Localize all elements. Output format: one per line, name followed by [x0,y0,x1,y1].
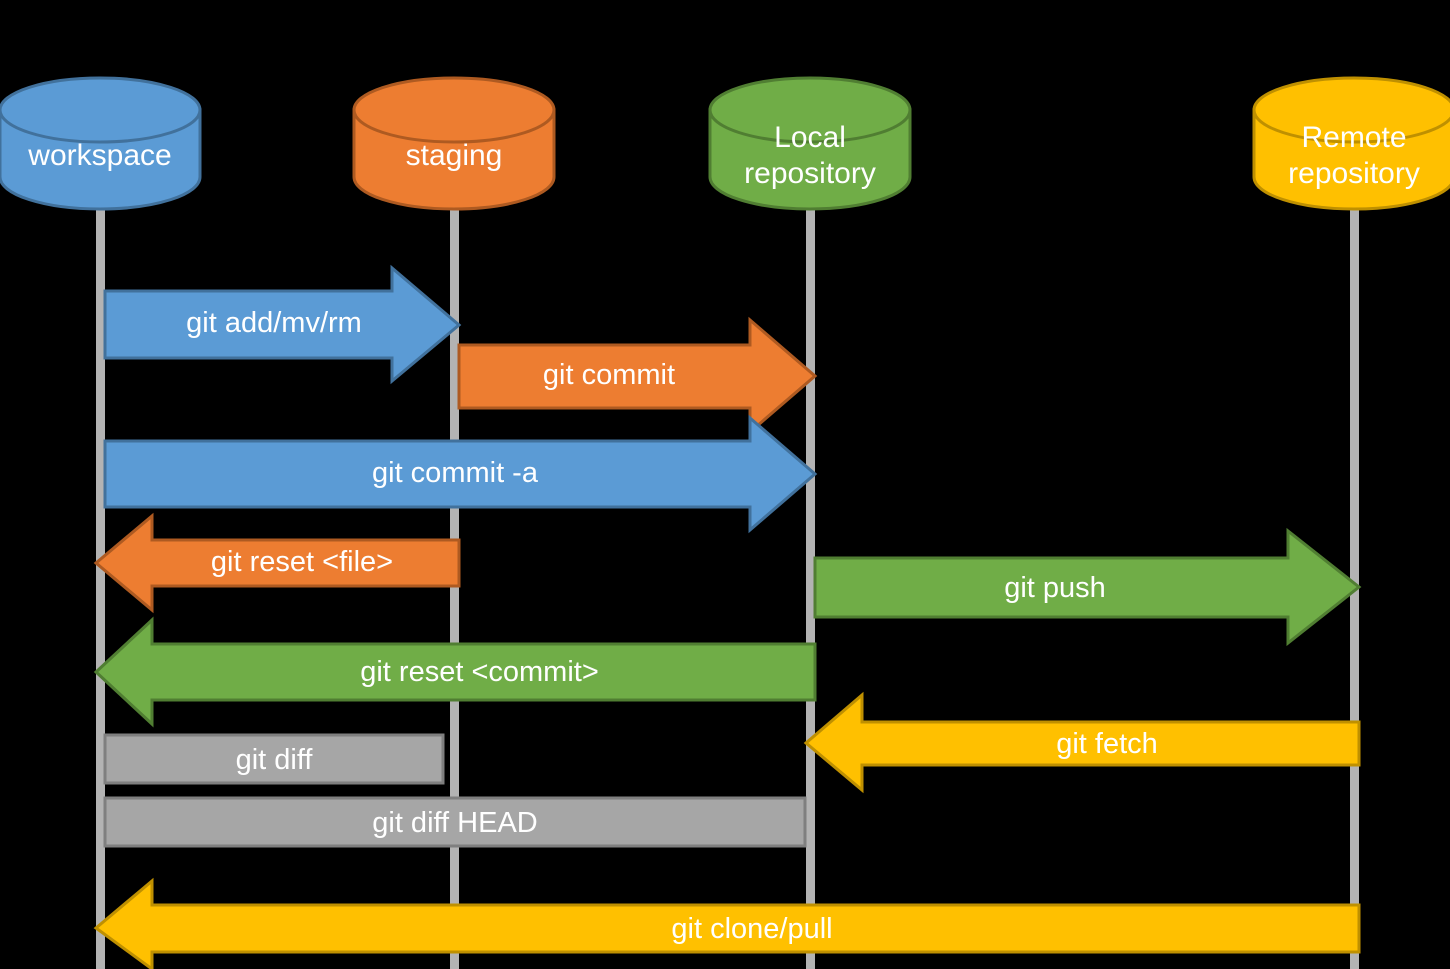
flow-git-commit-a[interactable] [103,414,818,534]
node-staging[interactable] [352,76,556,211]
flow-git-push[interactable] [813,527,1362,647]
node-local-repository[interactable] [708,76,912,211]
flow-git-reset-commit[interactable] [93,616,817,728]
flow-git-diff[interactable] [103,733,445,785]
flow-git-clone-pull[interactable] [93,877,1361,969]
flow-git-diff-head[interactable] [103,796,807,848]
flow-git-add[interactable] [103,264,462,385]
node-remote-repository[interactable] [1252,76,1450,211]
flow-git-fetch[interactable] [803,691,1361,794]
flow-git-commit[interactable] [457,316,818,436]
lifeline-workspace [96,200,105,969]
lifeline-local [806,200,815,969]
node-workspace[interactable] [0,76,202,211]
flow-git-reset-file[interactable] [93,512,461,614]
